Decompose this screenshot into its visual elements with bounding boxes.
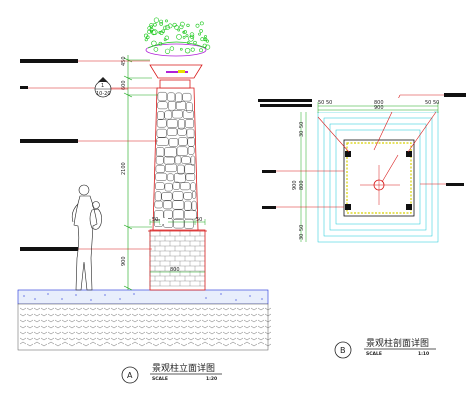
section-callout-circle bbox=[334, 341, 352, 359]
dim-600: 600 bbox=[121, 80, 127, 90]
sec-dim-50-c: 50 bbox=[425, 100, 431, 106]
sec-dim-left-30-bottom: 30 bbox=[299, 234, 305, 240]
section-title-block: B 景观柱剖面详图 SCALE 1:10 bbox=[334, 337, 436, 359]
elevation-callout-circle bbox=[121, 366, 139, 384]
top-dimension-bars bbox=[258, 98, 439, 113]
leader-labels bbox=[20, 59, 158, 251]
human-figure bbox=[71, 184, 102, 291]
planter-foliage bbox=[144, 17, 211, 57]
section-view: 50 50 800 900 50 50 30 50 800 900 30 50 … bbox=[258, 93, 466, 359]
column-base bbox=[148, 229, 207, 291]
sec-dim-left-30-top: 30 bbox=[299, 131, 305, 137]
sec-dim-left-800: 800 bbox=[299, 180, 305, 190]
outer-square-1 bbox=[335, 129, 421, 225]
elevation-view: 450 600 2100 900 50 50 800 bbox=[17, 17, 272, 384]
sec-dim-50-d: 50 bbox=[433, 100, 439, 106]
sec-dim-left-900: 900 bbox=[292, 180, 298, 190]
vertical-dimension bbox=[123, 55, 158, 291]
ground-strip bbox=[17, 289, 269, 305]
corner-markers bbox=[345, 151, 412, 210]
column-shaft bbox=[152, 87, 199, 231]
dim-50-left: 50 bbox=[152, 217, 158, 223]
section-marker-top: 1 bbox=[101, 83, 104, 89]
gravel-base bbox=[17, 303, 272, 351]
elevation-title-block: A 景观柱立面详图 SCALE 1:20 bbox=[121, 362, 222, 384]
elevation-title: 景观柱立面详图 bbox=[152, 362, 215, 374]
section-label-bar-1 bbox=[444, 93, 466, 97]
label-bar-3 bbox=[20, 139, 78, 143]
column-cap bbox=[149, 64, 203, 89]
stone-fill bbox=[346, 142, 412, 214]
dim-2100: 2100 bbox=[121, 162, 127, 175]
section-left-labels bbox=[262, 170, 464, 209]
sec-dim-900: 900 bbox=[374, 105, 384, 111]
section-title: 景观柱剖面详图 bbox=[366, 337, 429, 349]
sec-dim-left-50-bottom: 50 bbox=[299, 225, 305, 231]
sec-dim-50-a: 50 bbox=[318, 100, 324, 106]
left-dimension-lines bbox=[300, 112, 307, 242]
label-bar-4 bbox=[20, 247, 78, 251]
label-bar-2 bbox=[20, 86, 28, 89]
section-scale-value: 1:10 bbox=[418, 351, 429, 357]
outer-square-3 bbox=[323, 117, 433, 237]
section-scale-label: SCALE bbox=[366, 351, 382, 357]
dim-800-base: 800 bbox=[170, 267, 180, 273]
sec-dim-50-b: 50 bbox=[326, 100, 332, 106]
section-marker: 1 10-20 bbox=[94, 77, 128, 98]
dim-50-right: 50 bbox=[196, 217, 202, 223]
elevation-callout-letter: A bbox=[127, 371, 133, 380]
outer-square-2 bbox=[329, 123, 427, 231]
section-callout-letter: B bbox=[340, 346, 346, 355]
dim-900: 900 bbox=[121, 256, 127, 266]
sec-dim-left-50-top: 50 bbox=[299, 122, 305, 128]
sec-dim-800: 800 bbox=[374, 100, 384, 106]
elevation-scale-value: 1:20 bbox=[206, 376, 217, 382]
section-marker-bottom: 10-20 bbox=[96, 91, 111, 97]
ground-dots bbox=[23, 293, 263, 301]
base-dimensions bbox=[149, 219, 206, 273]
label-bar-1 bbox=[20, 59, 78, 63]
elevation-scale-label: SCALE bbox=[152, 376, 168, 382]
